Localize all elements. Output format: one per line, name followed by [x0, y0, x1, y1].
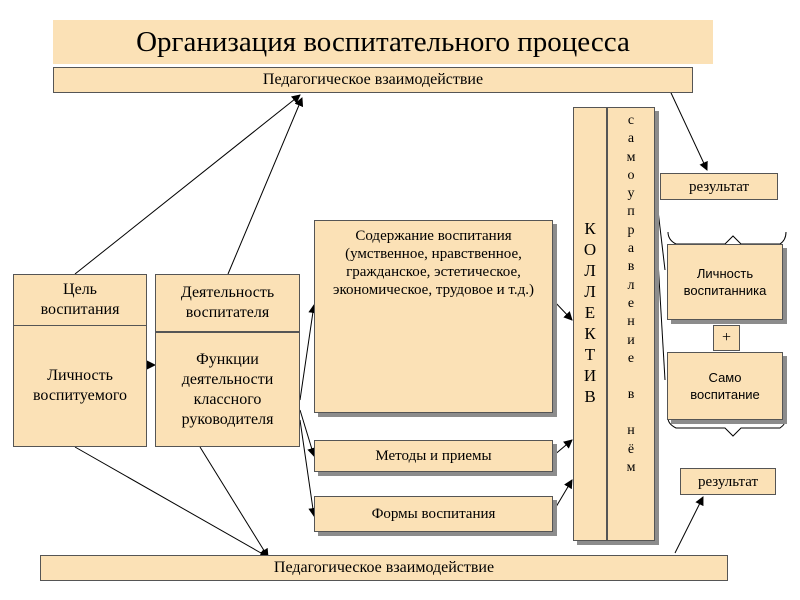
collective-box: К О Л Л Е К Т И В — [573, 107, 607, 541]
collective-letter: К — [584, 324, 596, 343]
self-gov-letter: у — [627, 186, 635, 202]
goal-heading-box: Цель воспитания — [13, 274, 147, 326]
self-gov-letter: е — [627, 295, 635, 311]
self-gov-letter: л — [627, 277, 635, 293]
self-gov-letter: с — [627, 113, 635, 128]
line-self-gov-to-personality — [654, 184, 666, 271]
arrow-educator-to-top — [227, 97, 304, 275]
educator-body-box: Функции деятельности классного руководит… — [155, 332, 300, 447]
self-gov-letter: а — [627, 131, 635, 147]
content-box: Содержание воспитания (умственное, нравс… — [314, 220, 553, 413]
plus-box: + — [713, 325, 740, 351]
personality-text: Личность воспитанника — [683, 266, 767, 298]
content-text: Содержание воспитания (умственное, нравс… — [333, 228, 534, 298]
educator-heading: Деятельность воспитателя — [180, 284, 275, 321]
arrow-forms-to-collective — [552, 479, 573, 513]
self-gov-letter: м — [626, 460, 636, 476]
arrow-to-content — [299, 304, 318, 401]
goal-body-box: Личность воспитуемого — [13, 325, 147, 447]
bottom-interaction-label: Педагогическое взаимодействие — [273, 559, 495, 576]
self-education-box: Само воспитание — [667, 352, 783, 420]
self-gov-letter: м — [626, 149, 636, 165]
methods-text: Методы и приемы — [375, 448, 492, 464]
result-top-text: результат — [688, 178, 750, 195]
forms-text: Формы воспитания — [371, 506, 496, 522]
self-gov-letter: п — [627, 204, 635, 220]
arrow-bottom-to-result — [674, 496, 704, 554]
collective-letter: Л — [584, 282, 596, 301]
brace-bottom — [667, 417, 787, 437]
self-government-box: с а м о у п р а в л е н и е в н ё м — [607, 107, 655, 541]
arrow-educator-to-bottom — [199, 446, 269, 558]
arrow-top-to-result — [664, 79, 708, 171]
self-gov-letter: в — [627, 387, 635, 403]
result-top-box: результат — [660, 173, 778, 200]
arrow-content-to-collective — [552, 299, 573, 321]
educator-heading-box: Деятельность воспитателя — [155, 274, 300, 332]
self-gov-letter: в — [627, 259, 635, 275]
collective-letter: Т — [584, 345, 596, 364]
self-gov-letter: р — [627, 222, 635, 238]
goal-body: Личность воспитуемого — [32, 367, 128, 404]
arrow-to-methods — [299, 409, 316, 457]
self-gov-letter: о — [627, 167, 635, 183]
result-bottom-text: результат — [697, 473, 759, 490]
arrow-methods-to-collective — [552, 439, 573, 457]
self-education-text: Само воспитание — [690, 370, 760, 402]
self-gov-letter: н — [627, 314, 635, 330]
top-interaction-label: Педагогическое взаимодействие — [262, 71, 484, 88]
methods-box: Методы и приемы — [314, 440, 553, 472]
self-gov-letter: а — [627, 241, 635, 257]
self-gov-letter: и — [627, 332, 635, 348]
collective-letter: И — [583, 366, 597, 385]
collective-letter: Л — [584, 261, 596, 280]
personality-box: Личность воспитанника — [667, 244, 783, 320]
goal-heading: Цель воспитания — [40, 281, 120, 318]
collective-letter: О — [583, 240, 597, 259]
self-gov-letter: н — [627, 423, 635, 439]
forms-box: Формы воспитания — [314, 496, 553, 532]
plus-sign: + — [721, 329, 732, 346]
educator-body: Функции деятельности классного руководит… — [181, 350, 274, 428]
page-title: Организация воспитательного процесса — [53, 20, 713, 64]
collective-letter: Е — [584, 303, 596, 322]
arrow-to-forms — [299, 419, 318, 517]
line-self-gov-to-self-education — [654, 209, 666, 381]
top-interaction-bar: Педагогическое взаимодействие — [53, 67, 693, 93]
collective-letter: В — [584, 387, 596, 406]
arrow-goal-to-bottom — [74, 446, 269, 558]
arrow-goal-to-top — [74, 94, 301, 275]
self-gov-letter: ё — [627, 441, 635, 457]
brace-top — [667, 231, 787, 245]
collective-letter: К — [584, 219, 596, 238]
self-gov-letter: е — [627, 350, 635, 366]
result-bottom-box: результат — [680, 468, 776, 495]
bottom-interaction-bar: Педагогическое взаимодействие — [40, 555, 728, 581]
